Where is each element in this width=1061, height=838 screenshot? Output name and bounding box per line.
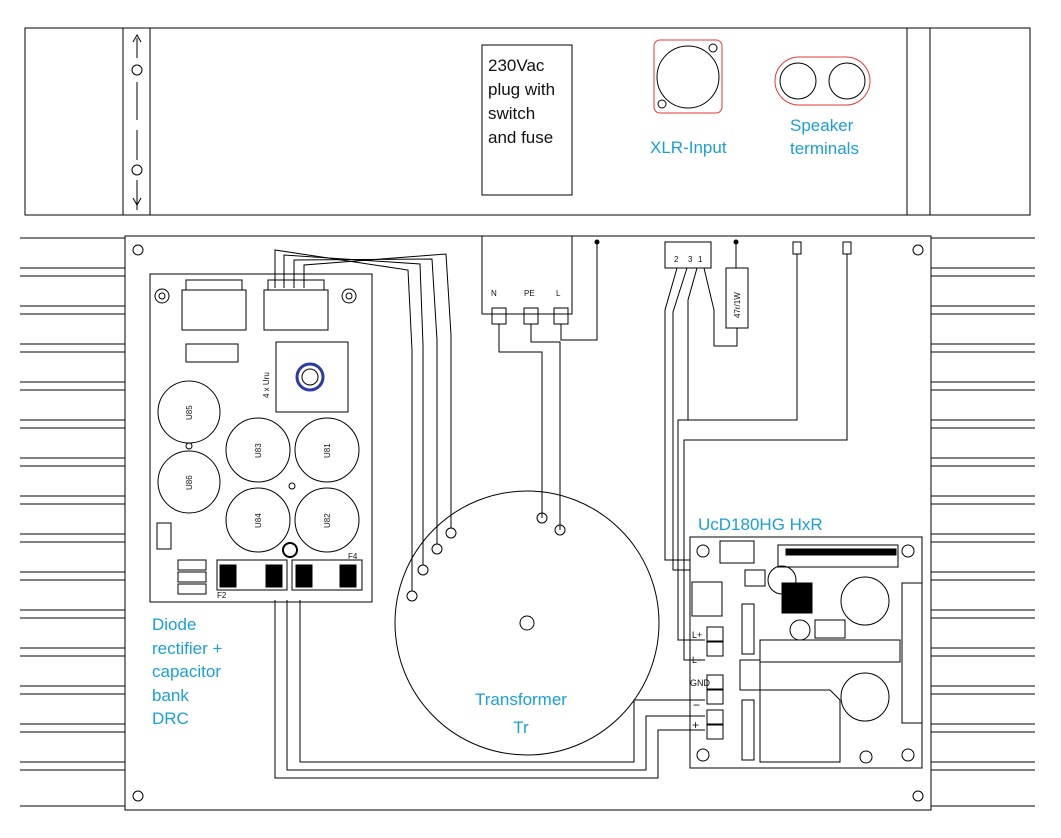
rectifier-label: Diode rectifier + capacitor bank DRC: [152, 615, 223, 728]
xlr-pin-3: 3: [688, 255, 693, 264]
mains-plug-label: 230Vac plug with switch and fuse: [488, 56, 556, 147]
heatsink-fins-left: [20, 267, 125, 771]
cap-label-u84: U84: [254, 513, 263, 528]
terminal-mark-lminus: L-: [692, 655, 701, 665]
cap-label-u85: U85: [185, 405, 194, 420]
xlr-input-label: XLR-Input: [650, 138, 727, 157]
speaker-terminals-label: Speaker terminals: [790, 116, 859, 158]
inlet-pe-label: PE: [524, 289, 535, 298]
cap-label-u81: U81: [323, 443, 332, 458]
terminal-mark-gnd: GND: [690, 678, 710, 688]
bridge-label: 4 x Uru: [262, 372, 271, 398]
xlr-wiring: [664, 239, 852, 661]
heatsink-fins-right: [931, 267, 1035, 771]
transformer-label: Transformer Tr: [475, 690, 567, 737]
mains-inlet: [481, 235, 600, 536]
rectifier-board: [149, 273, 373, 603]
toroidal-transformer: [274, 249, 660, 756]
amp-module-label: UcD180HG HxR: [698, 515, 823, 534]
speaker-terminal-pair: [774, 56, 871, 106]
mains-plug-outline: [481, 44, 573, 196]
cap-label-u82: U82: [323, 513, 332, 528]
fuse-label-f4: F4: [348, 552, 358, 561]
xlr-input-connector: [653, 39, 723, 114]
front-panel: [24, 27, 1031, 216]
inlet-l-label: L: [556, 289, 561, 298]
chassis-base: [20, 235, 1035, 811]
terminal-mark-minus: −: [693, 698, 701, 712]
cap-label-u86: U86: [185, 475, 194, 490]
cap-label-u83: U83: [254, 443, 263, 458]
terminal-mark-lplus: L+: [692, 630, 703, 640]
inlet-n-label: N: [491, 289, 497, 298]
dc-supply-wires: [274, 600, 705, 779]
terminal-mark-plus: +: [692, 718, 700, 732]
resistor-label: 47r/1W: [733, 292, 742, 318]
xlr-pin-2: 2: [674, 255, 679, 264]
amp-module: [689, 536, 923, 769]
xlr-pin-1: 1: [698, 255, 703, 264]
fuse-label-f2: F2: [217, 591, 227, 600]
